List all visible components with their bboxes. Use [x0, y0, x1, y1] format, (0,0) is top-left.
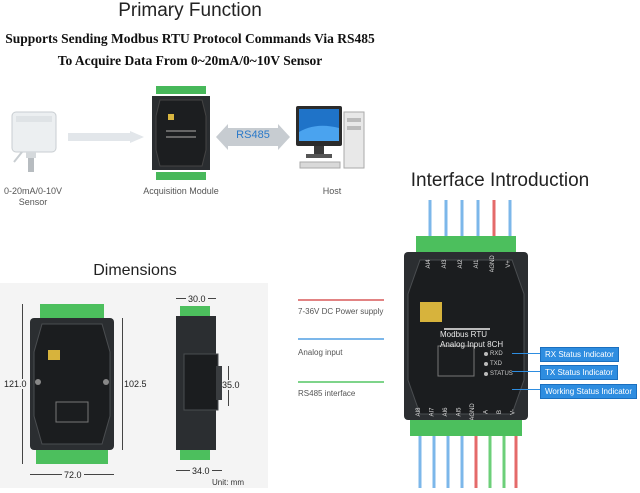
rx-status-indicator: RX Status Indicator	[540, 347, 619, 362]
interface-module-model: Analog Input 8CH	[440, 340, 504, 349]
rx-callout-line	[512, 353, 540, 354]
led-label-status: STATUS	[490, 371, 513, 377]
bottom-pin-label: AI6	[443, 407, 449, 417]
side-height-value: 35.0	[222, 380, 240, 390]
acquisition-module-image	[150, 86, 212, 180]
legend-rs485-line	[298, 381, 384, 383]
interface-module	[404, 236, 528, 436]
bottom-pin-label: A	[484, 410, 490, 414]
module-label: Acquisition Module	[143, 186, 219, 196]
host-label: Host	[322, 186, 342, 196]
legend-analog-line	[298, 338, 384, 340]
tx-status-indicator: TX Status Indicator	[540, 365, 619, 380]
legend-power-label: 7-36V DC Power supply	[298, 307, 384, 316]
wires-top	[420, 200, 520, 242]
bottom-pin-labels: AI8 AI7 AI6 AI5 AGND A B V-	[410, 402, 522, 421]
front-height-right-value: 102.5	[124, 379, 147, 389]
bottom-pin-label: B	[497, 410, 503, 414]
primary-function-line-1: Supports Sending Modbus RTU Protocol Com…	[5, 31, 375, 46]
wires-bottom	[412, 436, 522, 488]
working-callout-line	[512, 389, 540, 390]
legend-power-line	[298, 299, 384, 301]
top-pin-label: AI4	[426, 259, 432, 269]
led-label-rxd: RXD	[490, 351, 503, 357]
bottom-pin-label: AI8	[416, 407, 422, 417]
top-pin-label: AI1	[474, 259, 480, 269]
bottom-pin-label: AI7	[430, 407, 436, 417]
primary-function-line-2: To Acquire Data From 0~20mA/0~10V Sensor	[57, 53, 323, 68]
front-width-value: 72.0	[62, 470, 84, 480]
front-height-left-value: 121.0	[4, 379, 27, 389]
waveshare-logo	[420, 302, 442, 322]
rs485-label: RS485	[236, 129, 270, 141]
bottom-pin-label: AI5	[457, 407, 463, 417]
sensor-label-1: 0-20mA/0-10V	[3, 186, 63, 196]
top-pin-label: AI2	[458, 259, 464, 269]
rs485-arrow	[216, 124, 290, 150]
dimension-front-view	[30, 304, 114, 464]
side-bottom-value: 34.0	[190, 466, 212, 476]
flow-arrow-1	[68, 130, 146, 143]
host-computer-image	[296, 104, 366, 174]
dimensions-title: Dimensions	[93, 262, 177, 279]
legend-rs485-label: RS485 interface	[298, 389, 356, 398]
dimension-side-view	[176, 306, 222, 460]
top-pin-labels: AI4 AI3 AI2 AI1 AGND V+	[420, 252, 520, 273]
working-status-indicator: Working Status Indicator	[540, 384, 638, 399]
interface-title: Interface Introduction	[410, 170, 590, 191]
legend-analog-label: Analog input	[298, 348, 343, 357]
bottom-pin-label: AGND	[470, 403, 476, 420]
sensor-image	[8, 108, 60, 176]
interface-module-brand: Modbus RTU	[440, 330, 487, 339]
top-pin-label: AGND	[490, 255, 496, 272]
primary-function-title: Primary Function	[118, 0, 262, 21]
sensor-label-2: Sensor	[18, 197, 48, 207]
tx-callout-line	[512, 371, 540, 372]
led-label-txd: TXD	[490, 361, 502, 367]
side-top-value: 30.0	[186, 294, 208, 304]
unit-label: Unit: mm	[212, 478, 244, 487]
bottom-pin-label: V-	[511, 409, 517, 415]
top-pin-label: V+	[506, 260, 512, 268]
front-height-line-right	[122, 318, 123, 450]
top-pin-label: AI3	[442, 259, 448, 269]
